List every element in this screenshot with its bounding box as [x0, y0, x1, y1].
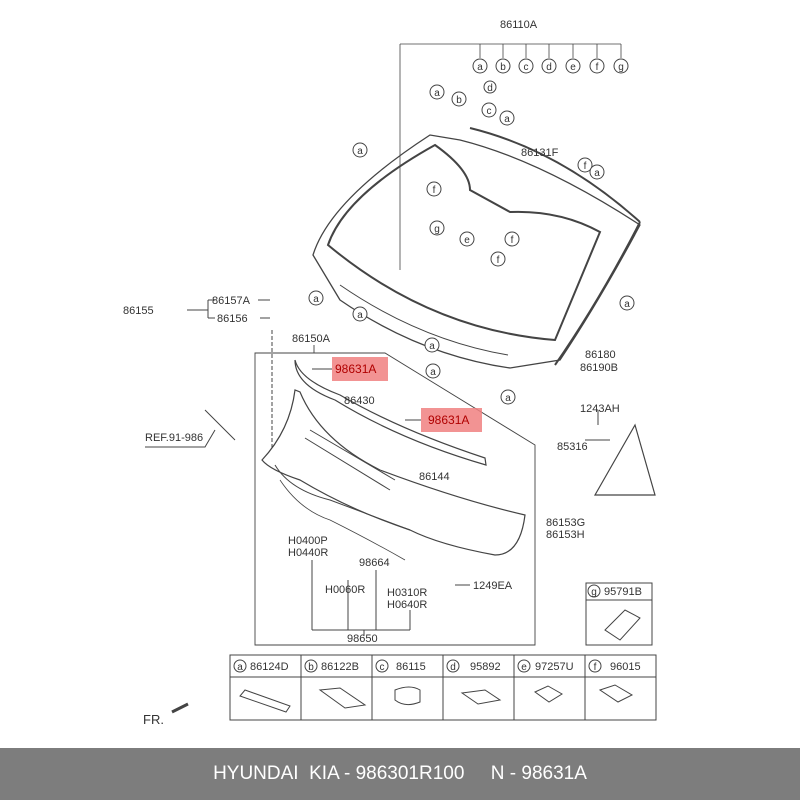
circle-g: g — [618, 62, 624, 73]
table-code: 86115 — [396, 661, 426, 673]
parts-diagram: a b c d e f g a b d c a a f a f g e f f … — [123, 19, 657, 727]
highlight-box — [332, 357, 388, 381]
label-1243ah: 1243AH — [580, 403, 620, 415]
label-86150a: 86150A — [292, 333, 331, 345]
circle-g: g — [591, 587, 597, 598]
circle-c: c — [524, 62, 529, 73]
label-h0400p: H0400P — [288, 535, 328, 547]
table-letter: a — [237, 662, 243, 673]
circle-f: f — [596, 62, 599, 73]
table-code: 97257U — [535, 661, 574, 673]
table-letter: e — [521, 662, 527, 673]
circle-d: d — [487, 83, 493, 94]
circle-a: a — [357, 146, 363, 157]
circle-a: a — [430, 367, 436, 378]
circle-f: f — [497, 255, 500, 266]
label-86156: 86156 — [217, 313, 248, 325]
label-86144: 86144 — [419, 471, 450, 483]
highlight-98631a: 98631A — [335, 362, 376, 376]
label-h0060r: H0060R — [325, 584, 365, 596]
circle-f: f — [584, 161, 587, 172]
circle-a: a — [594, 168, 600, 179]
table-code: 95892 — [470, 661, 501, 673]
table-code: 86124D — [250, 661, 289, 673]
circle-a: a — [357, 310, 363, 321]
circle-b: b — [456, 95, 462, 106]
circle-d: d — [546, 62, 552, 73]
label-86155: 86155 — [123, 305, 154, 317]
circle-a: a — [313, 294, 319, 305]
circle-a: a — [624, 299, 630, 310]
label-1249ea: 1249EA — [473, 580, 513, 592]
table-letter: b — [308, 662, 314, 673]
label-ref: REF.91-986 — [145, 432, 203, 444]
front-direction-label: FR. — [143, 712, 164, 727]
label-98664: 98664 — [359, 557, 390, 569]
circle-a: a — [504, 114, 510, 125]
circle-g: g — [434, 224, 440, 235]
circle-a: a — [434, 88, 440, 99]
label-86153h: 86153H — [546, 529, 585, 541]
table-letter: d — [450, 662, 456, 673]
table-code: 96015 — [610, 661, 641, 673]
label-86131f: 86131F — [521, 147, 559, 159]
label-86180: 86180 — [585, 349, 616, 361]
circle-b: b — [500, 62, 506, 73]
label-85316: 85316 — [557, 441, 588, 453]
label-86110a: 86110A — [500, 19, 538, 31]
label-86430: 86430 — [344, 395, 375, 407]
label-h0440r: H0440R — [288, 547, 328, 559]
label-86190b: 86190B — [580, 362, 618, 374]
highlight-98631a: 98631A — [428, 413, 469, 427]
circle-a: a — [429, 341, 435, 352]
circle-c: c — [487, 106, 492, 117]
circle-f: f — [511, 235, 514, 246]
cowl-panel — [261, 389, 526, 556]
circle-f: f — [433, 185, 436, 196]
label-98650: 98650 — [347, 633, 378, 645]
table-code: 86122B — [321, 661, 359, 673]
label-95791b: 95791B — [604, 586, 642, 598]
footer-part-number: HYUNDAI KIA - 986301R100 N - 98631A — [0, 748, 800, 800]
circle-e: e — [464, 235, 470, 246]
table-letter: f — [594, 662, 597, 673]
windshield-glass — [312, 127, 641, 369]
highlight-box — [421, 408, 482, 432]
label-86153g: 86153G — [546, 517, 585, 529]
circle-a: a — [477, 62, 483, 73]
label-h0310r: H0310R — [387, 587, 427, 599]
circle-e: e — [570, 62, 576, 73]
table-letter: c — [380, 662, 385, 673]
label-86157a: 86157A — [212, 295, 251, 307]
label-h0640r: H0640R — [387, 599, 427, 611]
circle-a: a — [505, 393, 511, 404]
